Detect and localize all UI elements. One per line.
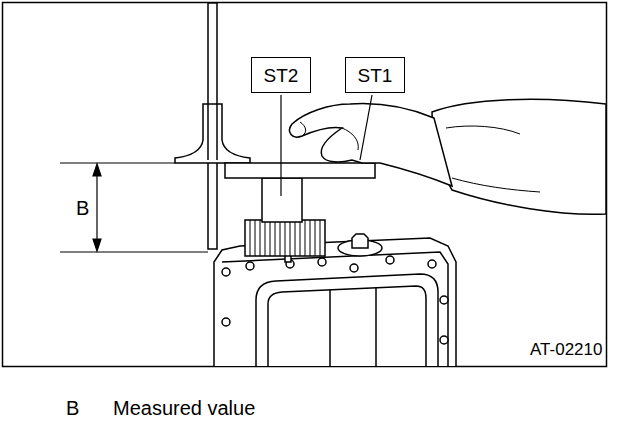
sleeve-fold — [452, 178, 540, 192]
leader-line — [360, 95, 372, 160]
pan-rib — [375, 288, 377, 366]
oil-pan — [256, 274, 438, 366]
dimension-label: B — [76, 198, 89, 218]
oil-pan-inner — [268, 286, 426, 366]
callout-text: ST2 — [264, 66, 299, 85]
tool-callout-box: ST2 — [251, 57, 311, 93]
depth-gauge — [175, 3, 250, 249]
hand — [290, 99, 606, 214]
bolt — [222, 268, 230, 276]
hand-outline — [290, 104, 452, 186]
pan-rib — [329, 290, 331, 366]
tool-callout-box: ST1 — [345, 57, 405, 93]
gauge-rod-line — [207, 104, 209, 160]
legend-text: Measured value — [113, 398, 255, 418]
finger-line — [342, 128, 358, 150]
fingernail — [300, 122, 306, 136]
bolt — [440, 296, 448, 304]
callout-text: ST1 — [358, 66, 393, 85]
sleeve — [432, 99, 606, 214]
gear-teeth — [250, 220, 320, 256]
bolt — [318, 258, 326, 266]
extension-line — [60, 251, 208, 252]
gear — [245, 220, 325, 256]
extension-line — [60, 162, 175, 163]
dimension-line — [96, 167, 97, 248]
bolt — [428, 260, 436, 268]
bolt — [246, 262, 254, 270]
bolt — [350, 264, 358, 272]
figure-frame — [3, 3, 607, 367]
gauge-base — [175, 104, 250, 163]
dimension — [60, 163, 208, 252]
legend-symbol: B — [66, 398, 79, 418]
bolt — [440, 336, 448, 344]
sleeve-fold — [446, 126, 520, 134]
special-tools — [225, 163, 375, 256]
gauge-rod-line — [216, 104, 218, 160]
bolt — [222, 318, 230, 326]
st1-plate — [225, 163, 375, 178]
figure-number: AT-02210 — [530, 341, 602, 358]
leader-line — [280, 95, 281, 196]
bolt — [386, 256, 394, 264]
center-nut — [352, 234, 368, 248]
arrowhead — [93, 239, 101, 251]
arrowhead — [93, 164, 101, 176]
case-flange-edge — [222, 252, 448, 366]
leader-lines — [281, 95, 372, 196]
st2-shaft — [262, 178, 302, 222]
case-flange — [214, 238, 456, 366]
